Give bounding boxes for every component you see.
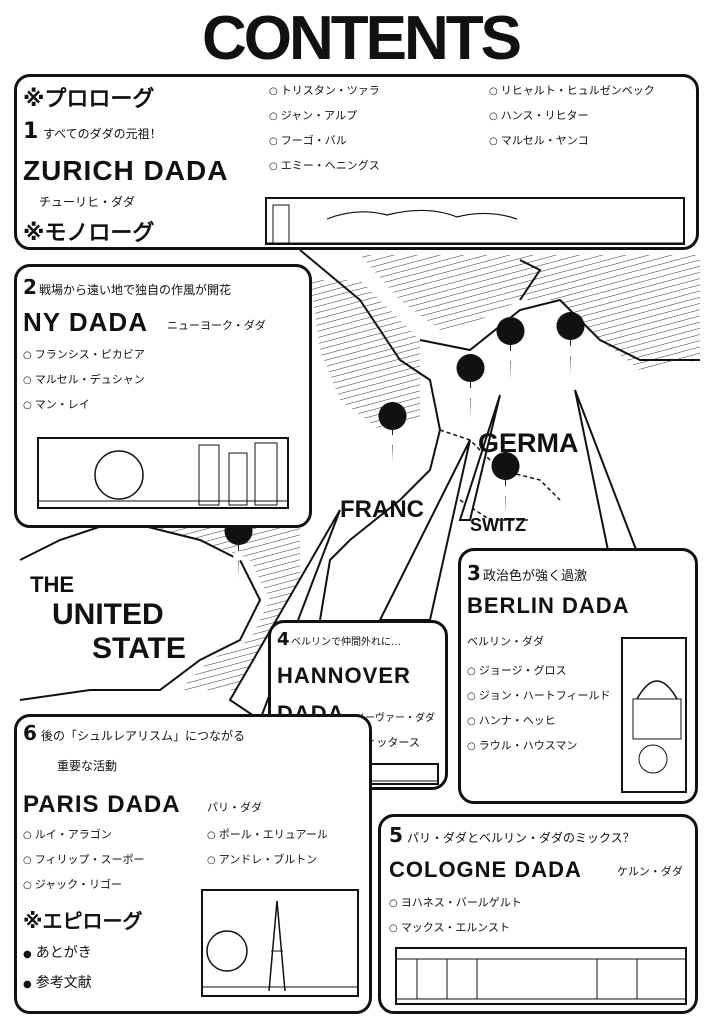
zurich-subtitle: チューリヒ・ダダ	[39, 195, 136, 209]
paris-heading: PARIS DADA	[23, 791, 181, 818]
list-item: ハンナ・ヘッヒ	[467, 709, 611, 734]
section-number-6: 6	[23, 721, 37, 745]
zurich-illustration	[265, 197, 685, 245]
list-item: ジョン・ハートフィールド	[467, 684, 611, 709]
map-label-us-1: THE	[30, 572, 74, 597]
list-item: フランシス・ピカビア	[23, 343, 145, 368]
section-number-5: 5	[389, 823, 403, 847]
section-number-4: 4	[277, 629, 290, 650]
page-title: CONTENTS	[202, 4, 522, 73]
berlin-section: 3 政治色が強く過激 BERLIN DADA ベルリン・ダダ ジョージ・グロス …	[458, 548, 698, 804]
cologne-illustration	[395, 947, 687, 1005]
berlin-caption: 政治色が強く過激	[483, 569, 588, 584]
cologne-members: ヨハネス・バールゲルト マックス・エルンスト	[389, 891, 522, 941]
zurich-heading: ZURICH DADA	[23, 155, 229, 186]
paris-members-col2: ポール・エリュアール アンドレ・ブルトン	[207, 823, 328, 873]
prologue-label: ※プロローグ	[23, 87, 155, 112]
berlin-heading: BERLIN DADA	[467, 593, 630, 618]
list-item: ジョージ・グロス	[467, 659, 611, 684]
zurich-members-col2: リヒャルト・ヒュルゼンベック ハンス・リヒター マルセル・ヤンコ	[489, 79, 655, 154]
list-item: フーゴ・バル	[269, 129, 380, 154]
hannover-heading-1: HANNOVER	[277, 663, 411, 688]
hannover-caption: ベルリンで仲間外れに…	[291, 637, 401, 648]
list-item: アンドレ・ブルトン	[207, 848, 328, 873]
cologne-section: 5 パリ・ダダとベルリン・ダダのミックス？ COLOGNE DADA ケルン・ダ…	[378, 814, 698, 1014]
list-item: ポール・エリュアール	[207, 823, 328, 848]
paris-caption-2: 重要な活動	[57, 759, 118, 773]
cologne-heading: COLOGNE DADA	[389, 857, 582, 882]
list-item: マックス・エルンスト	[389, 916, 522, 941]
list-item: マルセル・デュシャン	[23, 368, 145, 393]
epilogue-items: あとがき 参考文献	[23, 939, 92, 999]
ny-members: フランシス・ピカビア マルセル・デュシャン マン・レイ	[23, 343, 145, 418]
cologne-subtitle: ケルン・ダダ	[617, 865, 683, 878]
list-item: ラウル・ハウスマン	[467, 734, 611, 759]
ny-caption: 戦場から遠い地で独自の作風が開花	[39, 283, 232, 297]
paris-members-col1: ルイ・アラゴン フィリップ・スーポー ジャック・リゴー	[23, 823, 145, 898]
cologne-caption: パリ・ダダとベルリン・ダダのミックス？	[407, 831, 635, 845]
berlin-subtitle: ベルリン・ダダ	[467, 635, 544, 648]
paris-caption-1: 後の「シュルレアリスム」につながる	[41, 729, 246, 743]
list-item: ヨハネス・バールゲルト	[389, 891, 522, 916]
list-item: リヒャルト・ヒュルゼンベック	[489, 79, 655, 104]
zurich-section: ※プロローグ 1 すべてのダダの元祖！ ZURICH DADA チューリヒ・ダダ…	[14, 74, 699, 250]
ny-heading: NY DADA	[23, 307, 148, 337]
section-number-3: 3	[467, 561, 481, 585]
list-item: トリスタン・ツァラ	[269, 79, 380, 104]
list-item: ハンス・リヒター	[489, 104, 655, 129]
hannover-subtitle: ハノーヴァー・ダダ	[345, 713, 435, 724]
section-number-1: 1	[23, 119, 39, 144]
ny-subtitle: ニューヨーク・ダダ	[167, 319, 266, 332]
list-item: フィリップ・スーポー	[23, 848, 145, 873]
map-label-switzerland: SWITZ	[470, 515, 526, 535]
list-item: ルイ・アラゴン	[23, 823, 145, 848]
map-label-us-2: UNITED	[52, 598, 164, 631]
map-label-us-3: STATE	[92, 632, 186, 665]
monologue-label: ※モノローグ	[23, 221, 155, 246]
berlin-illustration	[621, 637, 687, 793]
list-item: ジャック・リゴー	[23, 873, 145, 898]
ny-section: 2 戦場から遠い地で独自の作風が開花 NY DADA ニューヨーク・ダダ フラン…	[14, 264, 312, 528]
list-item: エミー・ヘニングス	[269, 154, 380, 179]
list-item: 参考文献	[23, 969, 92, 999]
epilogue-label: ※エピローグ	[23, 909, 143, 933]
paris-illustration	[201, 889, 359, 997]
zurich-caption: すべてのダダの元祖！	[43, 127, 162, 141]
section-number-2: 2	[23, 275, 37, 299]
ny-illustration	[37, 437, 289, 509]
map-label-france: FRANC	[340, 496, 424, 523]
paris-section: 6 後の「シュルレアリスム」につながる 重要な活動 PARIS DADA パリ・…	[14, 714, 372, 1014]
list-item: マルセル・ヤンコ	[489, 129, 655, 154]
list-item: あとがき	[23, 939, 92, 969]
map-label-germany: GERMA	[478, 428, 579, 458]
zurich-members-col1: トリスタン・ツァラ ジャン・アルプ フーゴ・バル エミー・ヘニングス	[269, 79, 380, 179]
list-item: ジャン・アルプ	[269, 104, 380, 129]
list-item: マン・レイ	[23, 393, 145, 418]
berlin-members: ジョージ・グロス ジョン・ハートフィールド ハンナ・ヘッヒ ラウル・ハウスマン	[467, 659, 611, 759]
paris-subtitle: パリ・ダダ	[207, 801, 262, 814]
